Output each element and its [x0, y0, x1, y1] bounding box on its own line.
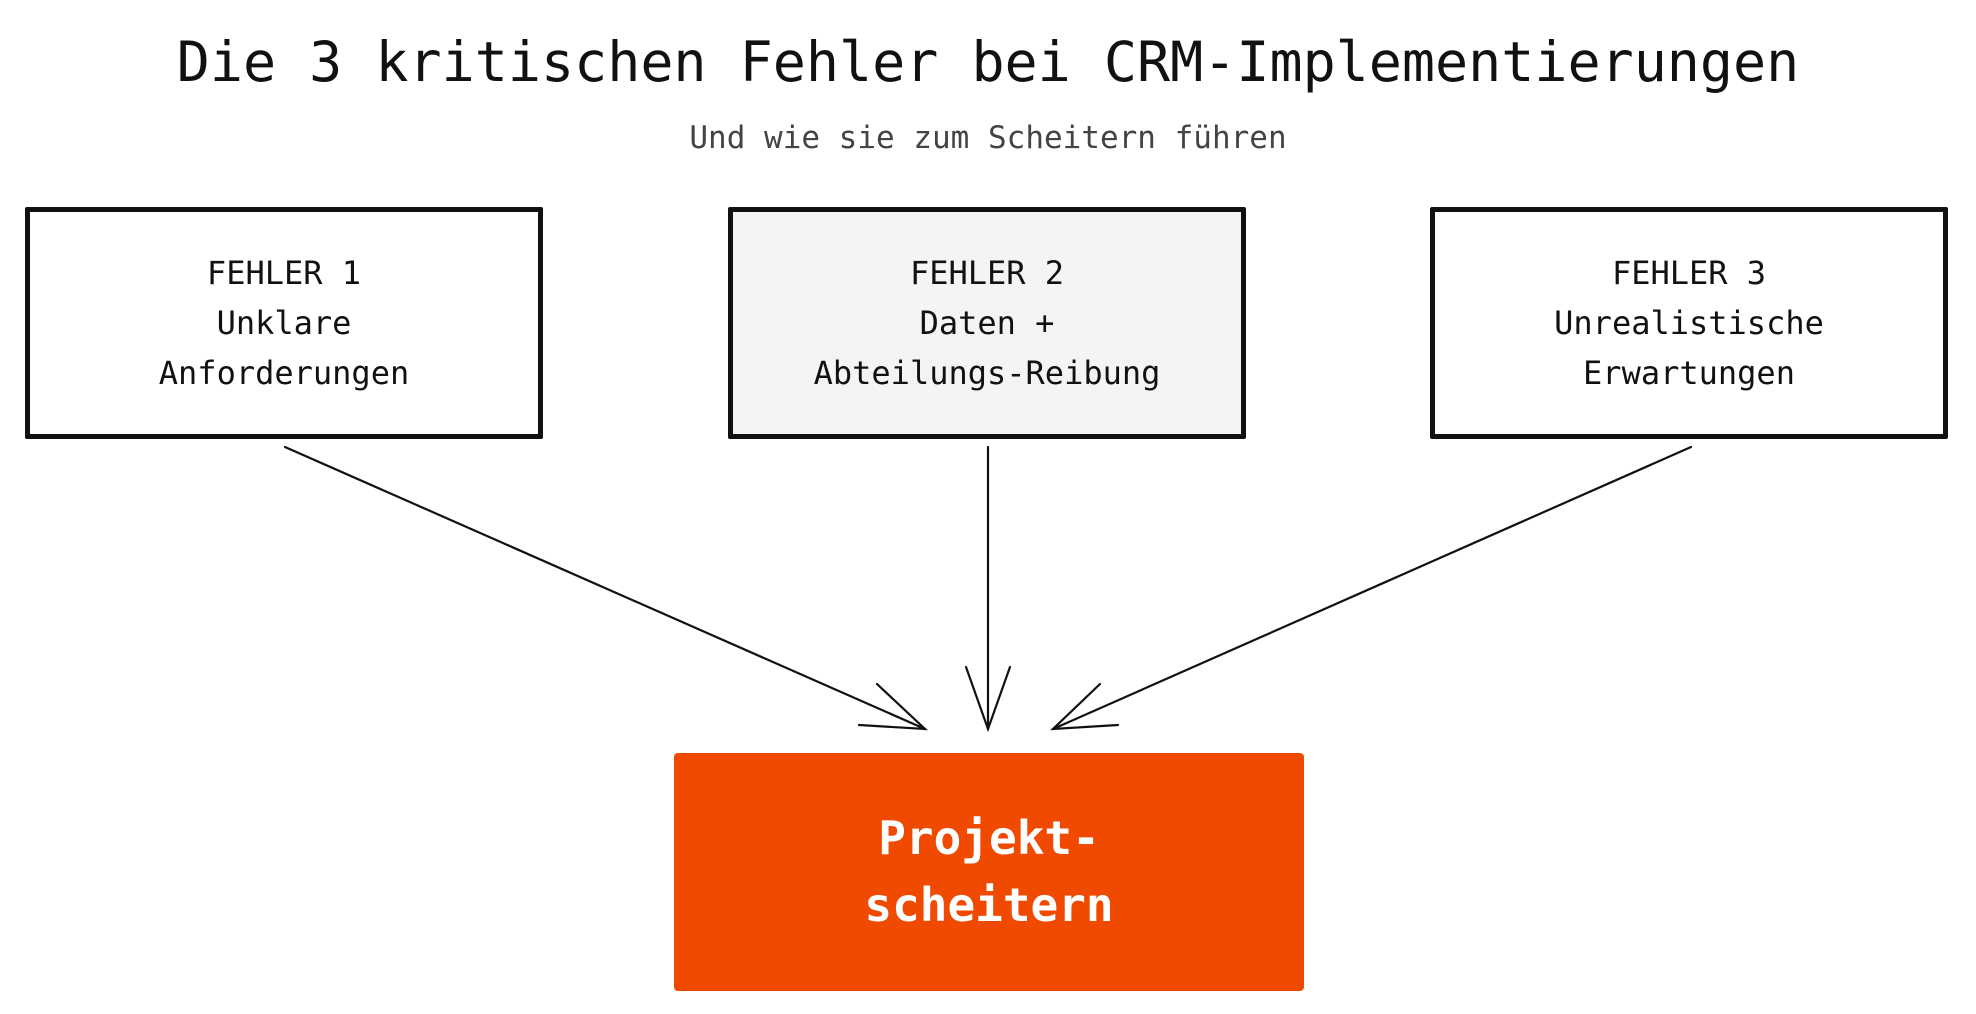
error-2-line-1: Daten +: [919, 304, 1055, 342]
result-box: Projekt- scheitern: [674, 753, 1304, 991]
error-1-label: FEHLER 1: [206, 254, 362, 292]
result-line-2: scheitern: [864, 878, 1114, 932]
error-2-label: FEHLER 2: [909, 254, 1065, 292]
error-3-line-2: Erwartungen: [1583, 354, 1795, 392]
arrow-3-shaft: [1051, 445, 1693, 731]
arrow-1-head: [857, 682, 928, 731]
error-1-line-2: Anforderungen: [158, 354, 410, 392]
error-3-line-1: Unrealistische: [1554, 304, 1824, 342]
error-2-line-2: Abteilungs-Reibung: [813, 354, 1161, 392]
diagram-title: Die 3 kritischen Fehler bei CRM-Implemen…: [176, 30, 1800, 94]
error-3-label: FEHLER 3: [1611, 254, 1767, 292]
error-1-line-1: Unklare: [216, 304, 352, 342]
arrow-2-head: [964, 665, 1012, 733]
arrow-1-shaft: [283, 445, 927, 731]
error-box-3: FEHLER 3 Unrealistische Erwartungen: [1430, 207, 1948, 439]
error-box-1: FEHLER 1 Unklare Anforderungen: [25, 207, 543, 439]
error-box-2: FEHLER 2 Daten + Abteilungs-Reibung: [728, 207, 1246, 439]
arrow-3-head: [1050, 682, 1120, 731]
result-line-1: Projekt-: [878, 811, 1100, 865]
diagram-subtitle: Und wie sie zum Scheitern führen: [689, 120, 1287, 156]
